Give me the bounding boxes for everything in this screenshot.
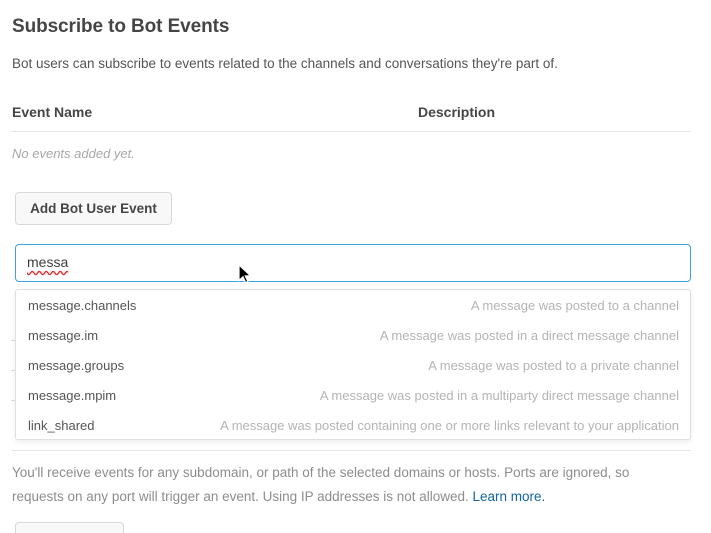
footer-divider bbox=[12, 450, 691, 451]
suggestion-description: A message was posted to a private channe… bbox=[428, 357, 679, 373]
suggestion-name: message.channels bbox=[28, 297, 137, 313]
event-search-input[interactable] bbox=[15, 244, 691, 282]
suggestion-name: message.groups bbox=[28, 357, 125, 373]
footer-help-text: You'll receive events for any subdomain,… bbox=[12, 461, 684, 509]
column-header-event-name: Event Name bbox=[12, 104, 93, 120]
column-header-description: Description bbox=[418, 104, 496, 120]
suggestion-name: message.mpim bbox=[28, 387, 117, 403]
suggestion-description: A message was posted in a multiparty dir… bbox=[319, 387, 679, 403]
mouse-cursor-icon bbox=[238, 264, 252, 284]
list-item[interactable]: message.mpim A message was posted in a m… bbox=[16, 380, 690, 410]
add-bot-user-event-button[interactable]: Add Bot User Event bbox=[15, 192, 172, 225]
suggestion-name: message.im bbox=[28, 327, 99, 343]
suggestion-description: A message was posted in a direct message… bbox=[379, 327, 679, 343]
page-subtitle: Bot users can subscribe to events relate… bbox=[12, 56, 558, 71]
suggestion-description: A message was posted containing one or m… bbox=[220, 417, 679, 433]
list-item[interactable]: message.groups A message was posted to a… bbox=[16, 350, 690, 380]
footer-help-sentence: You'll receive events for any subdomain,… bbox=[12, 465, 630, 504]
table-header-divider bbox=[12, 131, 691, 132]
list-item[interactable]: message.channels A message was posted to… bbox=[16, 290, 690, 320]
suggestion-description: A message was posted to a channel bbox=[470, 297, 679, 313]
list-item[interactable]: message.im A message was posted in a dir… bbox=[16, 320, 690, 350]
event-suggestions-dropdown[interactable]: message.channels A message was posted to… bbox=[15, 289, 691, 440]
bottom-action-button[interactable] bbox=[15, 522, 124, 533]
empty-state-message: No events added yet. bbox=[12, 146, 135, 161]
obscured-list-marks bbox=[11, 340, 17, 404]
page-title: Subscribe to Bot Events bbox=[12, 16, 230, 37]
suggestion-name: link_shared bbox=[28, 417, 95, 433]
learn-more-link[interactable]: Learn more. bbox=[472, 489, 546, 504]
list-item[interactable]: link_shared A message was posted contain… bbox=[16, 410, 690, 440]
